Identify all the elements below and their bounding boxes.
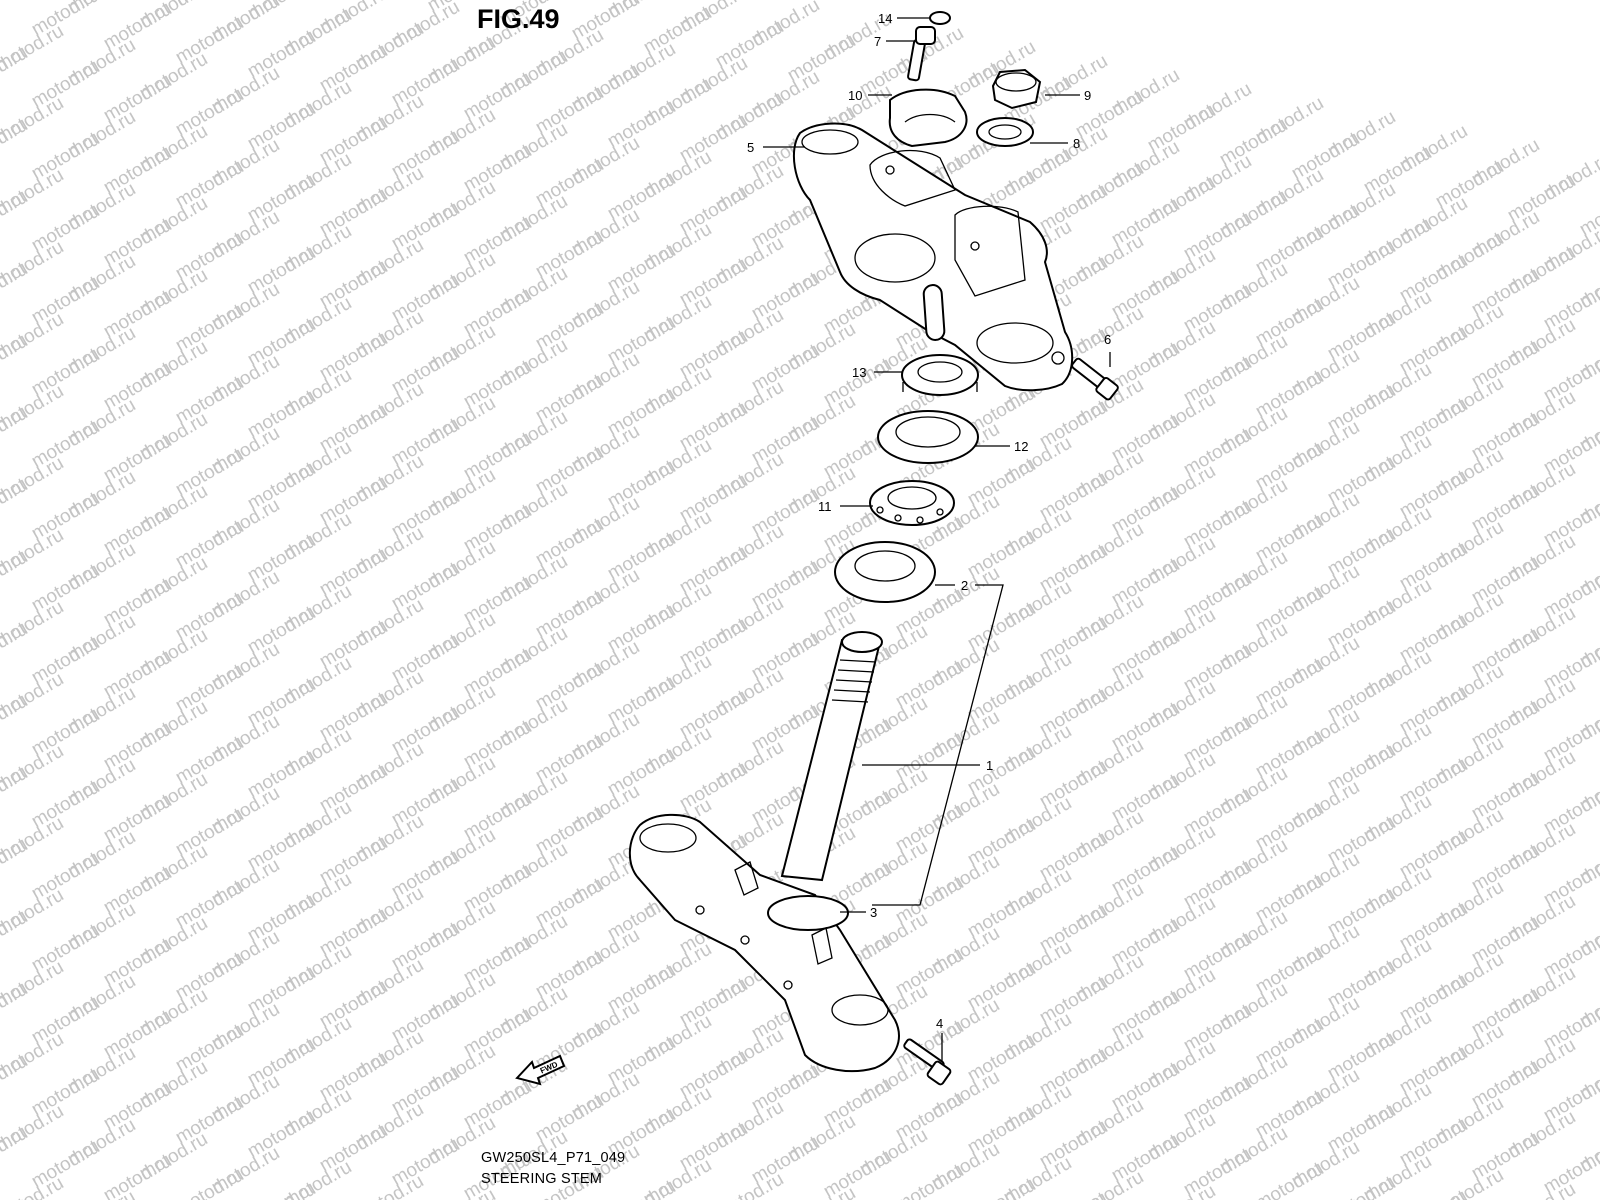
- watermark-text: motod.ru: [892, 1161, 967, 1200]
- watermark-text: motod.ru: [1396, 1187, 1471, 1200]
- callout-1: 1: [986, 758, 993, 773]
- watermark-text: motod.ru: [604, 1177, 679, 1200]
- callout-7: 7: [874, 34, 881, 49]
- lock-nut-part[interactable]: [901, 354, 979, 396]
- steering-bearing-part[interactable]: [869, 480, 955, 526]
- washer-part[interactable]: [976, 117, 1034, 147]
- figure-name: STEERING STEM: [481, 1171, 603, 1187]
- callout-2: 2: [961, 578, 968, 593]
- lower-bracket-part[interactable]: [628, 813, 900, 1073]
- watermark-text: motod.ru: [1036, 1189, 1111, 1200]
- watermark-text: motod.ru: [1252, 1159, 1327, 1200]
- figure-title: FIG.49: [477, 4, 560, 34]
- callout-13: 13: [852, 365, 866, 380]
- upper-bracket-part[interactable]: [792, 122, 1074, 392]
- leader-lines: [763, 17, 1111, 1062]
- callout-6: 6: [1104, 332, 1111, 347]
- figure-code: GW250SL4_P71_049: [481, 1150, 626, 1166]
- clamp-bolt-part[interactable]: [903, 1038, 952, 1086]
- bracket-bolt-part[interactable]: [1071, 357, 1119, 401]
- callout-10: 10: [848, 88, 862, 103]
- bearing-race-lower-part[interactable]: [834, 541, 936, 603]
- callout-3: 3: [870, 905, 877, 920]
- watermark-text: motod.ru: [172, 1165, 247, 1200]
- callout-4: 4: [936, 1016, 943, 1031]
- watermark-text: motod.ru: [100, 1151, 175, 1200]
- watermark-text: motod.ru: [964, 1175, 1039, 1200]
- callout-14: 14: [878, 11, 892, 26]
- callout-labels: 14 7 10 9 8 5 6 13 12 11 2 1 3 4: [747, 11, 1111, 1031]
- callout-11: 11: [818, 499, 832, 514]
- callout-8: 8: [1073, 136, 1080, 151]
- watermark-text: motod.ru: [0, 0, 31, 26]
- callout-12: 12: [1014, 439, 1028, 454]
- forward-arrow: FWD: [515, 1054, 566, 1086]
- callout-5: 5: [747, 140, 754, 155]
- handlebar-holder-part[interactable]: [888, 88, 968, 148]
- bearing-race-upper-part[interactable]: [877, 410, 979, 464]
- steering-stem-part[interactable]: [780, 631, 883, 882]
- callout-9: 9: [1084, 88, 1091, 103]
- watermark-text: motod.ru: [244, 1179, 319, 1200]
- holder-bolt-part[interactable]: [907, 26, 936, 82]
- stem-nut-part[interactable]: [991, 68, 1042, 110]
- bolt-cap-part[interactable]: [929, 11, 951, 25]
